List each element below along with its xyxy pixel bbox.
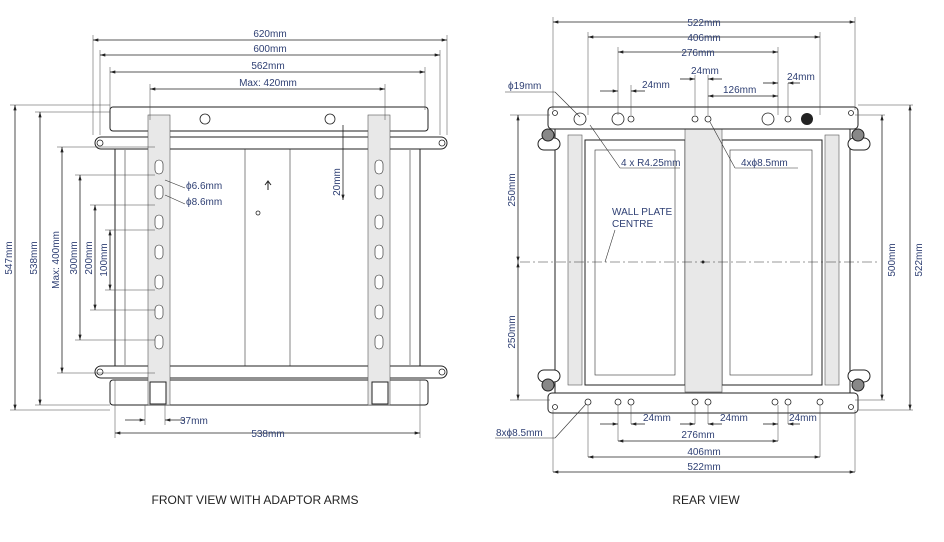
dim-522-bottom: 522mm — [687, 462, 720, 473]
dim-620: 620mm — [253, 29, 286, 40]
rear-view: 522mm 406mm 276mm 24mm 24mm 24mm 126mm 2… — [495, 17, 925, 507]
dim-24-top-left: 24mm — [642, 80, 670, 91]
rear-extension-lines — [510, 17, 913, 472]
dim-max-400: Max: 400mm — [51, 231, 62, 289]
label-8x-diameter-8-5: 8xϕ8.5mm — [496, 428, 543, 439]
front-mount-drawing — [94, 106, 448, 406]
rear-view-caption: REAR VIEW — [672, 493, 740, 507]
dim-538: 538mm — [29, 241, 40, 274]
dim-24-bottom-left: 24mm — [643, 413, 671, 424]
dim-250-lower: 250mm — [507, 315, 518, 348]
hole-label-6-6: ϕ6.6mm — [186, 181, 222, 192]
dim-406-top: 406mm — [687, 33, 720, 44]
dim-max-420: Max: 420mm — [239, 78, 297, 89]
dim-126: 126mm — [723, 85, 756, 96]
rear-dimension-lines — [495, 20, 912, 474]
front-dimension-lines — [13, 38, 447, 435]
dim-522-side: 522mm — [914, 243, 925, 276]
dim-562: 562mm — [251, 61, 284, 72]
dim-250-upper: 250mm — [507, 173, 518, 206]
dim-538-bottom: 538mm — [251, 429, 284, 440]
label-4x-diameter-8-5: 4xϕ8.5mm — [741, 158, 788, 169]
dim-300: 300mm — [69, 241, 80, 274]
dim-24-bottom-center: 24mm — [720, 413, 748, 424]
dim-24-top-right: 24mm — [787, 72, 815, 83]
label-centre: CENTRE — [612, 219, 653, 230]
rear-mount-drawing — [520, 106, 880, 414]
dim-600: 600mm — [253, 44, 286, 55]
front-view-caption: FRONT VIEW WITH ADAPTOR ARMS — [152, 493, 359, 507]
dim-37: 37mm — [180, 416, 208, 427]
label-4x-r4-25: 4 x R4.25mm — [621, 158, 680, 169]
dim-24-bottom-right: 24mm — [789, 413, 817, 424]
label-diameter-19: ϕ19mm — [508, 81, 541, 92]
label-wall-plate: WALL PLATE — [612, 207, 673, 218]
dim-276-top: 276mm — [681, 48, 714, 59]
dim-500: 500mm — [887, 243, 898, 276]
dim-547: 547mm — [4, 241, 15, 274]
dim-24-top-center: 24mm — [691, 66, 719, 77]
dim-522-top: 522mm — [687, 18, 720, 29]
front-view: 620mm 600mm 562mm Max: 420mm 547mm 538mm… — [4, 29, 448, 507]
dim-276-bottom: 276mm — [681, 430, 714, 441]
dim-406-bottom: 406mm — [687, 447, 720, 458]
dim-100: 100mm — [99, 243, 110, 276]
dim-200: 200mm — [84, 241, 95, 274]
dim-20: 20mm — [332, 168, 343, 196]
hole-label-8-6: ϕ8.6mm — [186, 197, 222, 208]
front-extension-lines — [10, 35, 448, 438]
